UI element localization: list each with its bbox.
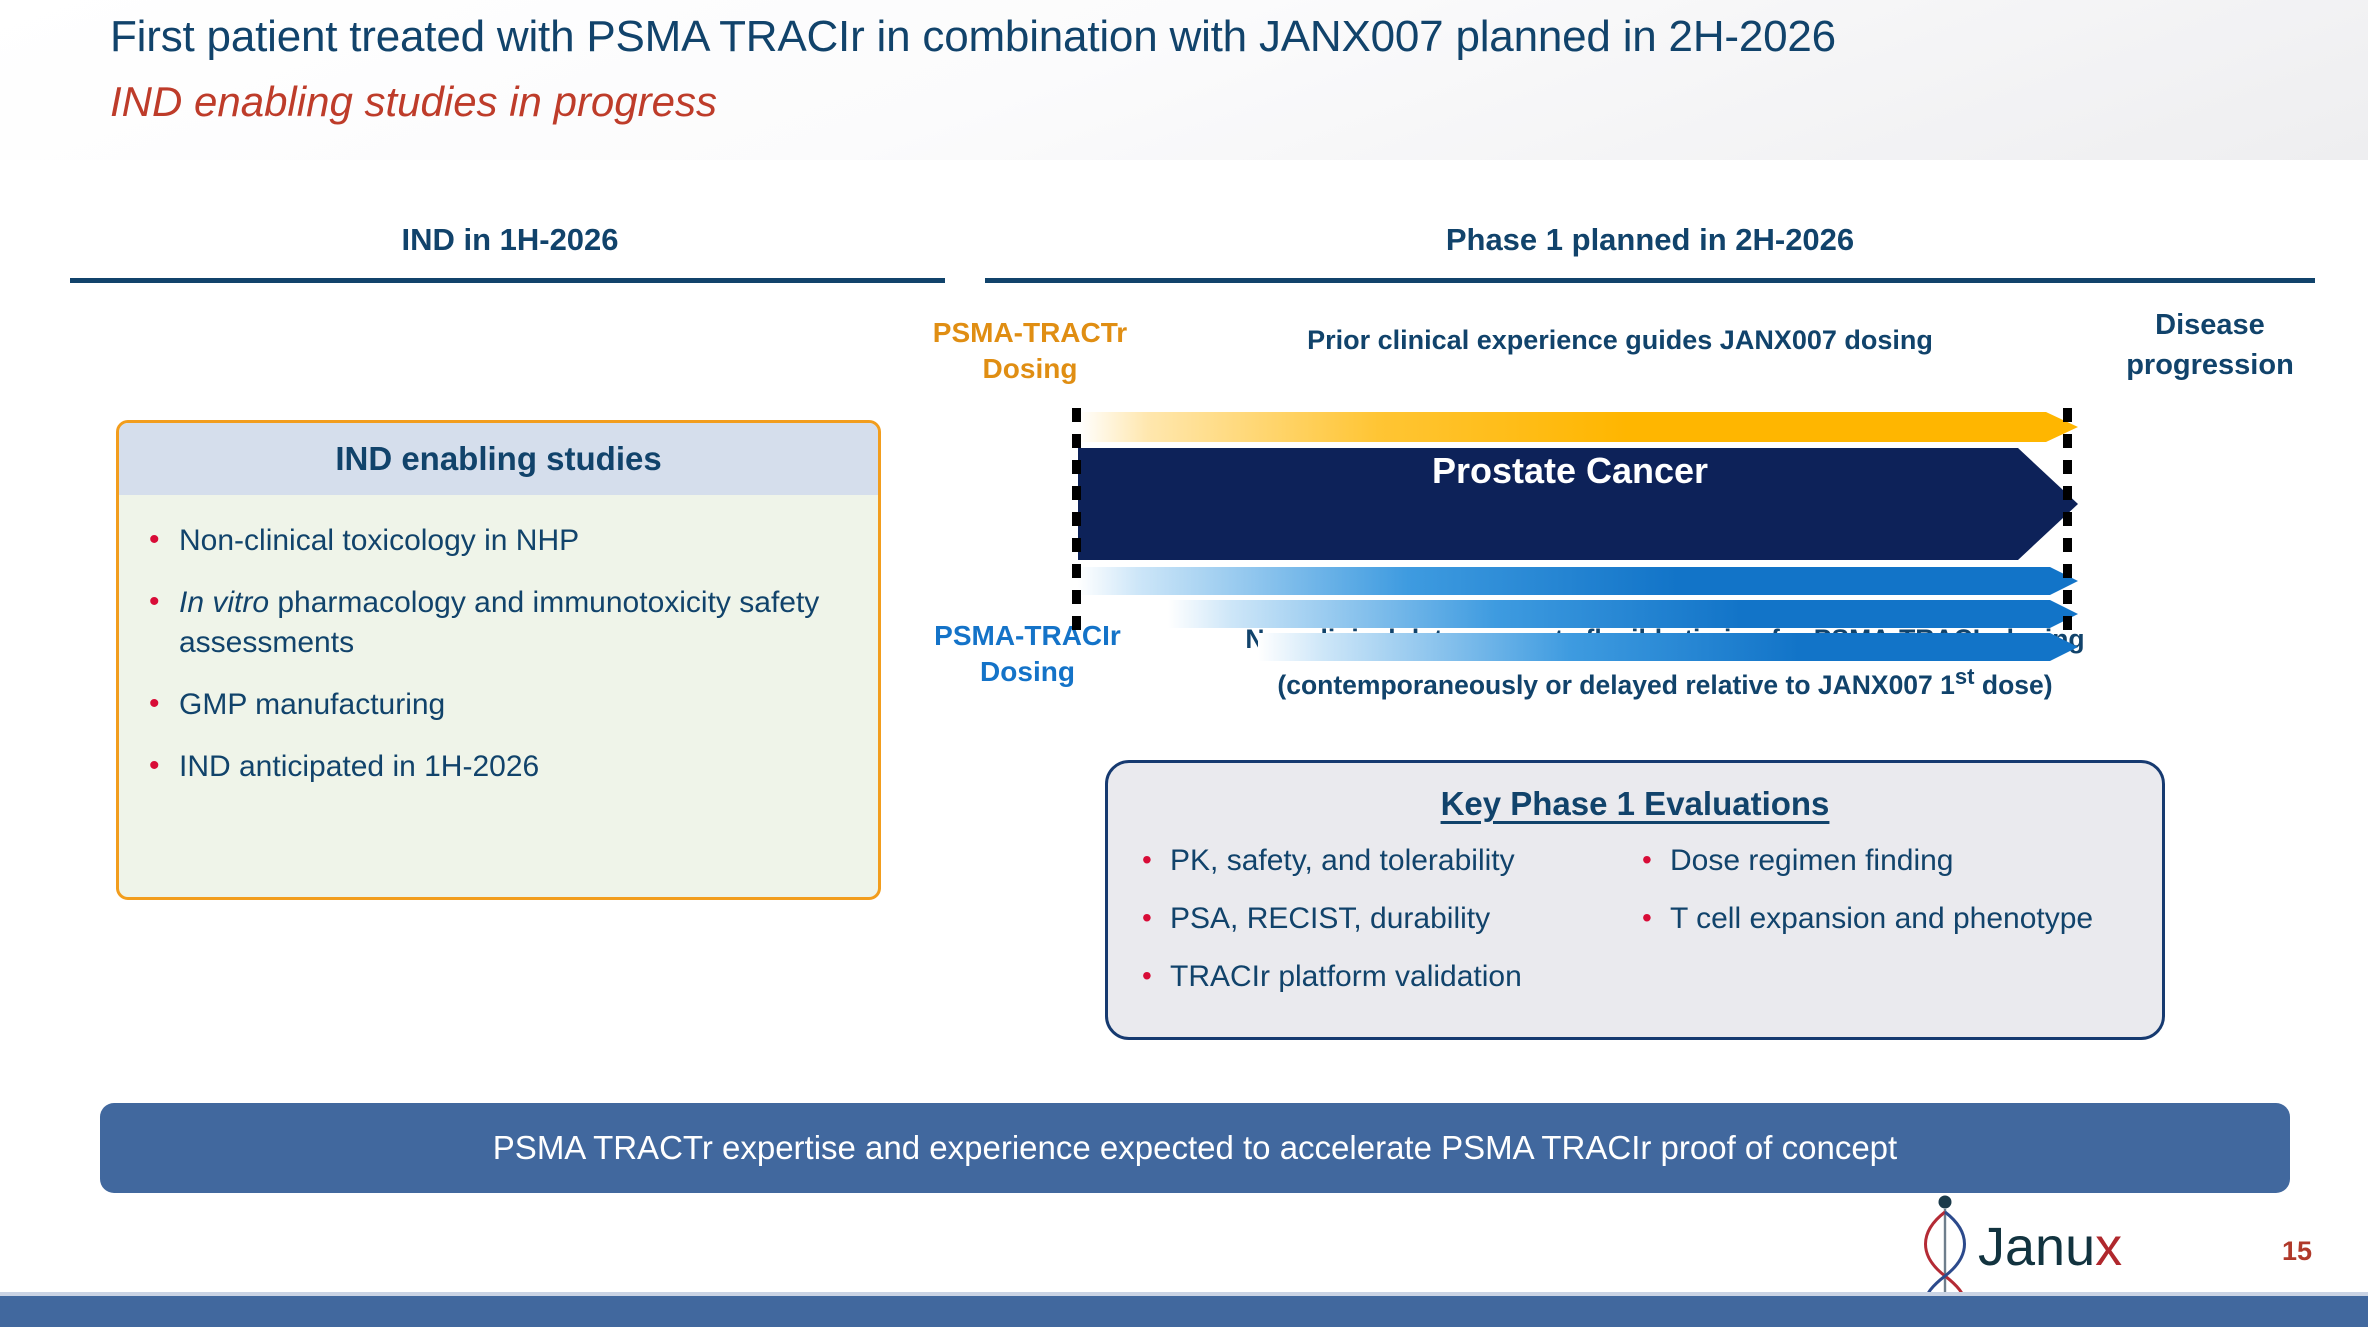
bottom-strip-highlight <box>0 1292 2368 1296</box>
janux-logo: Janux <box>1915 1192 2165 1322</box>
ind-enabling-studies-card: IND enabling studies • Non-clinical toxi… <box>116 420 881 900</box>
disease-progression-marker <box>2063 408 2072 630</box>
dosing-start-marker <box>1072 408 1081 630</box>
nonclinical-caption-line2: (contemporaneously or delayed relative t… <box>1277 664 2053 700</box>
left-column-heading: IND in 1H-2026 <box>401 222 619 257</box>
footer-takeaway-banner: PSMA TRACTr expertise and experience exp… <box>100 1103 2290 1193</box>
page-title: First patient treated with PSMA TRACIr i… <box>110 12 1836 61</box>
janux-wordmark-base: Janu <box>1978 1217 2096 1277</box>
list-item: • T cell expansion and phenotype <box>1642 899 2132 939</box>
ind-bullet-list: • Non-clinical toxicology in NHP • In vi… <box>119 495 878 787</box>
janux-wordmark-accent: x <box>2095 1217 2123 1277</box>
left-column-divider <box>70 278 945 283</box>
page-subtitle: IND enabling studies in progress <box>110 78 717 125</box>
list-item-label: T cell expansion and phenotype <box>1670 902 2094 935</box>
page-number: 15 <box>2282 1236 2313 1266</box>
ind-card-title: IND enabling studies <box>119 423 878 495</box>
bottom-strip <box>0 1292 2368 1327</box>
list-item: • PK, safety, and tolerability <box>1142 841 1632 881</box>
psma-tractr-dosing-label: PSMA-TRACTr Dosing <box>932 317 1128 384</box>
list-item-label: IND anticipated in 1H-2026 <box>179 750 540 783</box>
key-phase1-columns: • PK, safety, and tolerability • PSA, RE… <box>1108 823 2162 1015</box>
list-item-label: GMP manufacturing <box>179 688 446 721</box>
bullet-icon: • <box>1142 902 1152 933</box>
list-item-label: Dose regimen finding <box>1670 844 1954 877</box>
psma-tractr-dosing-bar <box>1078 410 2078 444</box>
list-item: • Dose regimen finding <box>1642 841 2132 881</box>
list-item-rest: pharmacology and immunotoxicity safety a… <box>179 586 820 659</box>
list-item: • PSA, RECIST, durability <box>1142 899 1632 939</box>
janux-wordmark: Janux <box>1978 1216 2122 1278</box>
list-item-label: PSA, RECIST, durability <box>1170 902 1491 935</box>
bullet-icon: • <box>1642 902 1652 933</box>
key-phase1-evaluations-card: Key Phase 1 Evaluations • PK, safety, an… <box>1105 760 2165 1040</box>
list-item: • Non-clinical toxicology in NHP <box>149 521 852 561</box>
key-phase1-left-column: • PK, safety, and tolerability • PSA, RE… <box>1142 841 1632 1015</box>
bullet-icon: • <box>149 585 160 618</box>
list-item: • TRACIr platform validation <box>1142 957 1632 997</box>
prostate-cancer-bar <box>1078 448 2078 560</box>
psma-tracir-bar-1 <box>1078 566 2078 596</box>
list-item: • In vitro pharmacology and immunotoxici… <box>149 583 852 663</box>
right-column-heading: Phase 1 planned in 2H-2026 <box>1445 222 1855 257</box>
list-item: • IND anticipated in 1H-2026 <box>149 747 852 787</box>
phase1-timeline-diagram: PSMA-TRACTr Dosing Prior clinical experi… <box>900 300 2320 720</box>
bullet-icon: • <box>149 749 160 782</box>
list-item-label: TRACIr platform validation <box>1170 960 1522 993</box>
psma-tracir-bar-3 <box>1258 632 2078 662</box>
disease-progression-label: Disease progression <box>2126 309 2294 381</box>
prior-experience-annotation: Prior clinical experience guides JANX007… <box>1307 325 1933 355</box>
footer-takeaway-text: PSMA TRACTr expertise and experience exp… <box>492 1129 1898 1166</box>
italic-term: In vitro <box>179 586 270 619</box>
list-item: • GMP manufacturing <box>149 685 852 725</box>
bullet-icon: • <box>1642 844 1652 875</box>
slide-header: First patient treated with PSMA TRACIr i… <box>0 0 2368 160</box>
bullet-icon: • <box>149 523 160 556</box>
psma-tracir-bar-2 <box>1168 599 2078 629</box>
list-item-label: PK, safety, and tolerability <box>1170 844 1515 877</box>
right-column-divider <box>985 278 2315 283</box>
list-item-label: In vitro pharmacology and immunotoxicity… <box>179 583 852 663</box>
bullet-icon: • <box>149 687 160 720</box>
key-phase1-title: Key Phase 1 Evaluations <box>1440 785 1830 822</box>
bullet-icon: • <box>1142 960 1152 991</box>
key-phase1-right-column: • Dose regimen finding • T cell expansio… <box>1642 841 2132 1015</box>
bullet-icon: • <box>1142 844 1152 875</box>
list-item-label: Non-clinical toxicology in NHP <box>179 524 580 557</box>
psma-tracir-dosing-label: PSMA-TRACIr Dosing <box>934 620 1121 687</box>
